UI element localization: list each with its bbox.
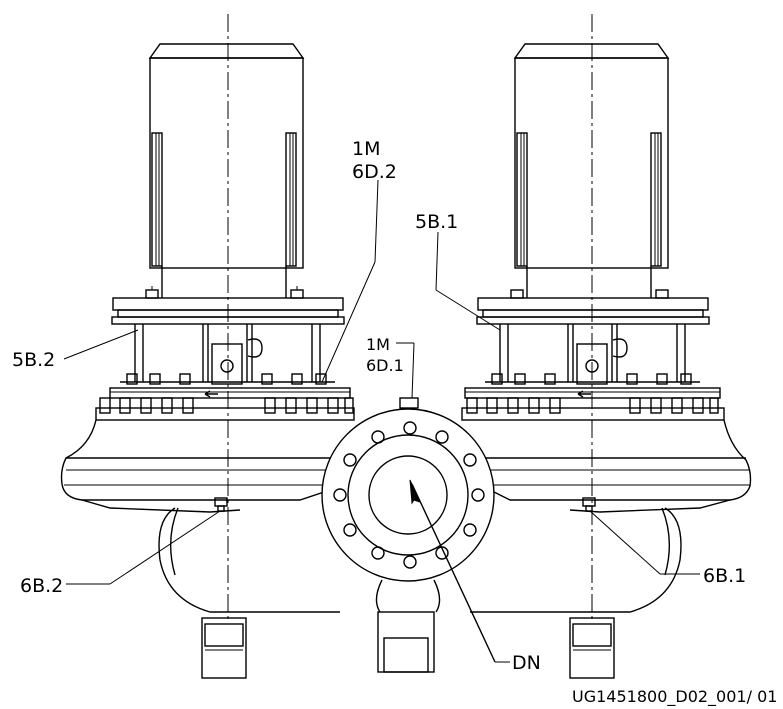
left-motor [148, 43, 305, 298]
label-dn: DN [512, 652, 541, 674]
left-bolt-row [99, 373, 354, 414]
label-1m-top: 1M [352, 138, 380, 160]
label-5b2: 5B.2 [12, 349, 55, 371]
label-5b1: 5B.1 [415, 211, 458, 233]
left-foot [201, 617, 247, 679]
left-pump [60, 43, 355, 679]
labels: 1M 6D.2 5B.1 5B.2 1M 6D.1 6B.2 6B.1 DN U… [12, 138, 777, 707]
left-casing [60, 407, 355, 613]
label-1m-center: 1M [366, 335, 390, 354]
right-motor-flange [476, 289, 710, 325]
right-foot [569, 617, 615, 679]
label-6b1: 6B.1 [703, 565, 746, 587]
left-lantern [109, 324, 351, 399]
leader-lines [63, 179, 700, 663]
drawing-id: UG1451800_D02_001/ 01 [572, 687, 777, 707]
right-bolt-row [466, 373, 719, 414]
right-casing [461, 407, 752, 613]
label-6d1: 6D.1 [366, 356, 404, 375]
label-6d2: 6D.2 [352, 161, 397, 183]
label-6b2: 6B.2 [20, 575, 63, 597]
center-flange [321, 397, 496, 673]
centerlines [227, 14, 593, 620]
